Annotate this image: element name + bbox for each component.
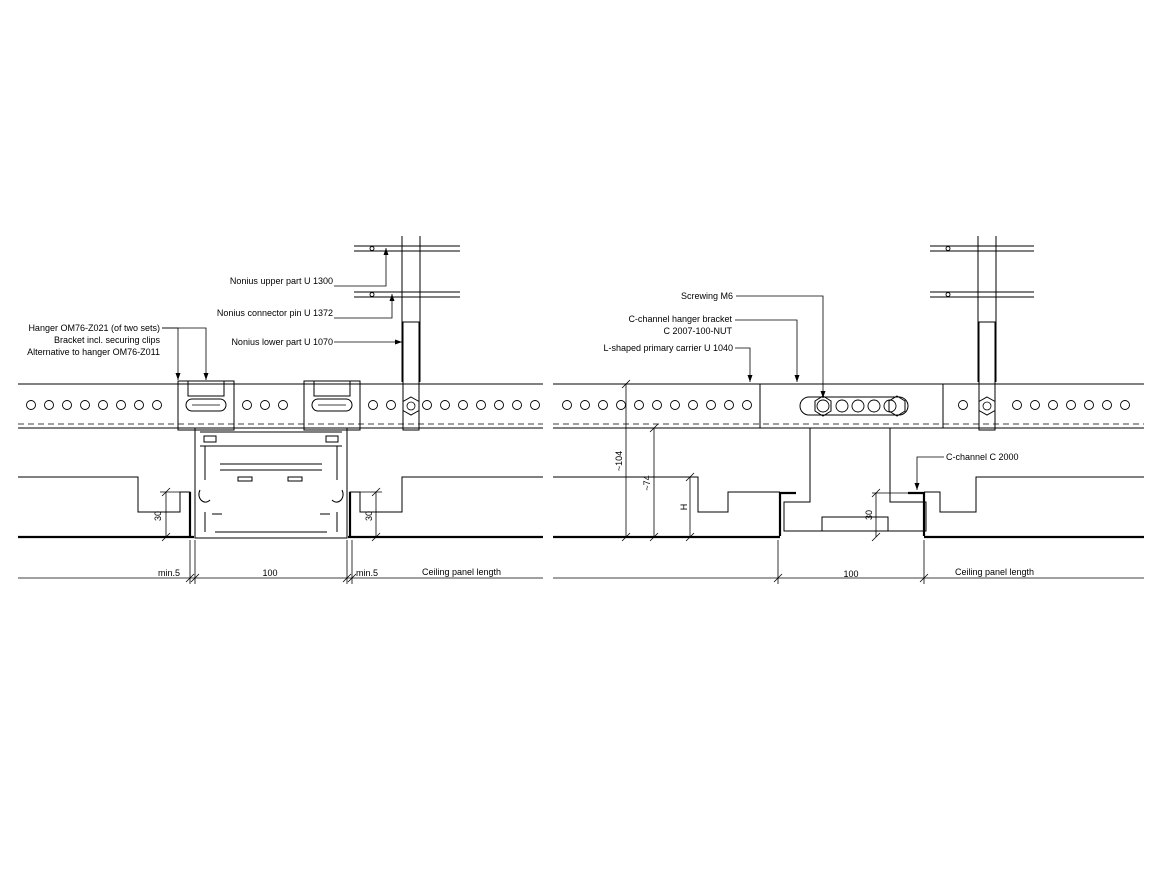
left-hanger-clip-1	[177, 380, 235, 431]
carrier-hole	[742, 400, 752, 410]
carrier-hole	[512, 400, 522, 410]
label-nonius-lower: Nonius lower part U 1070	[231, 337, 333, 347]
dim-right-height: 30	[364, 511, 374, 521]
carrier-hole	[1066, 400, 1076, 410]
right-leaders	[735, 295, 944, 490]
left-primary-carrier	[18, 383, 543, 429]
carrier-hole	[152, 400, 162, 410]
carrier-hole	[1084, 400, 1094, 410]
c-channel-right	[908, 491, 926, 536]
carrier-hole	[440, 400, 450, 410]
carrier-hole	[616, 400, 626, 410]
carrier-hole	[386, 400, 396, 410]
carrier-hole	[44, 400, 54, 410]
carrier-hole	[706, 400, 716, 410]
label-hanger-line2: Bracket incl. securing clips	[54, 335, 161, 345]
dim-min-right: min.5	[356, 568, 378, 578]
carrier-hole	[724, 400, 734, 410]
carrier-hole	[80, 400, 90, 410]
label-bracket-line2: C 2007-100-NUT	[663, 326, 732, 336]
carrier-hole	[530, 400, 540, 410]
left-luminaire-profile	[194, 428, 348, 539]
label-l-carrier: L-shaped primary carrier U 1040	[603, 343, 733, 353]
dim-min-left: min.5	[158, 568, 180, 578]
carrier-hole	[634, 400, 644, 410]
label-c-channel: C-channel C 2000	[946, 452, 1019, 462]
left-detail: Nonius upper part U 1300 Nonius connecto…	[18, 236, 543, 584]
c-channel-left	[778, 491, 796, 536]
left-leaders	[162, 248, 402, 380]
carrier-hole	[134, 400, 144, 410]
carrier-hole	[116, 400, 126, 410]
carrier-hole	[580, 400, 590, 410]
carrier-hole	[242, 400, 252, 410]
right-detail: Screwing M6 C-channel hanger bracket C 2…	[553, 236, 1144, 584]
carrier-hole	[458, 400, 468, 410]
label-screwing: Screwing M6	[681, 291, 733, 301]
label-nonius-upper: Nonius upper part U 1300	[230, 276, 333, 286]
dim-right-panel-length: Ceiling panel length	[955, 567, 1034, 577]
carrier-hole	[652, 400, 662, 410]
right-primary-carrier	[553, 383, 1144, 429]
carrier-hole	[1102, 400, 1112, 410]
label-hanger-line3: Alternative to hanger OM76-Z011	[27, 347, 160, 357]
left-hanger-clip-2	[303, 380, 361, 431]
label-hanger-line1: Hanger OM76-Z021 (of two sets)	[28, 323, 160, 333]
carrier-hole	[26, 400, 36, 410]
label-bracket-line1: C-channel hanger bracket	[628, 314, 732, 324]
carrier-hole	[98, 400, 108, 410]
carrier-hole	[1012, 400, 1022, 410]
carrier-hole	[958, 400, 968, 410]
left-dimensions	[18, 487, 543, 584]
carrier-hole	[62, 400, 72, 410]
left-nonius-hanger	[354, 236, 460, 431]
right-nonius-hanger	[930, 236, 1034, 431]
carrier-hole	[670, 400, 680, 410]
carrier-hole	[422, 400, 432, 410]
carrier-hole	[1120, 400, 1130, 410]
dim-right-width: 100	[843, 569, 858, 579]
carrier-hole	[1048, 400, 1058, 410]
left-carrier-holes	[26, 400, 540, 410]
carrier-hole	[476, 400, 486, 410]
dim-h: H	[679, 504, 689, 511]
dim-left-height: 30	[153, 511, 163, 521]
dim-width: 100	[262, 568, 277, 578]
right-dimensions	[553, 379, 1144, 584]
dim-inner-height: 30	[864, 510, 874, 520]
carrier-hole	[494, 400, 504, 410]
carrier-hole	[260, 400, 270, 410]
carrier-hole	[278, 400, 288, 410]
carrier-hole	[598, 400, 608, 410]
right-ceiling-panels	[553, 476, 1144, 539]
right-carrier-holes	[562, 400, 1130, 410]
c-channel-hanger-bracket	[759, 383, 944, 532]
dim-total-height: ~104	[614, 451, 624, 471]
carrier-hole	[562, 400, 572, 410]
carrier-hole	[688, 400, 698, 410]
label-nonius-pin: Nonius connector pin U 1372	[217, 308, 333, 318]
dim-panel-length: Ceiling panel length	[422, 567, 501, 577]
dim-mid-height: ~74	[642, 475, 652, 490]
carrier-hole	[1030, 400, 1040, 410]
left-ceiling-panels	[18, 476, 543, 539]
carrier-hole	[368, 400, 378, 410]
